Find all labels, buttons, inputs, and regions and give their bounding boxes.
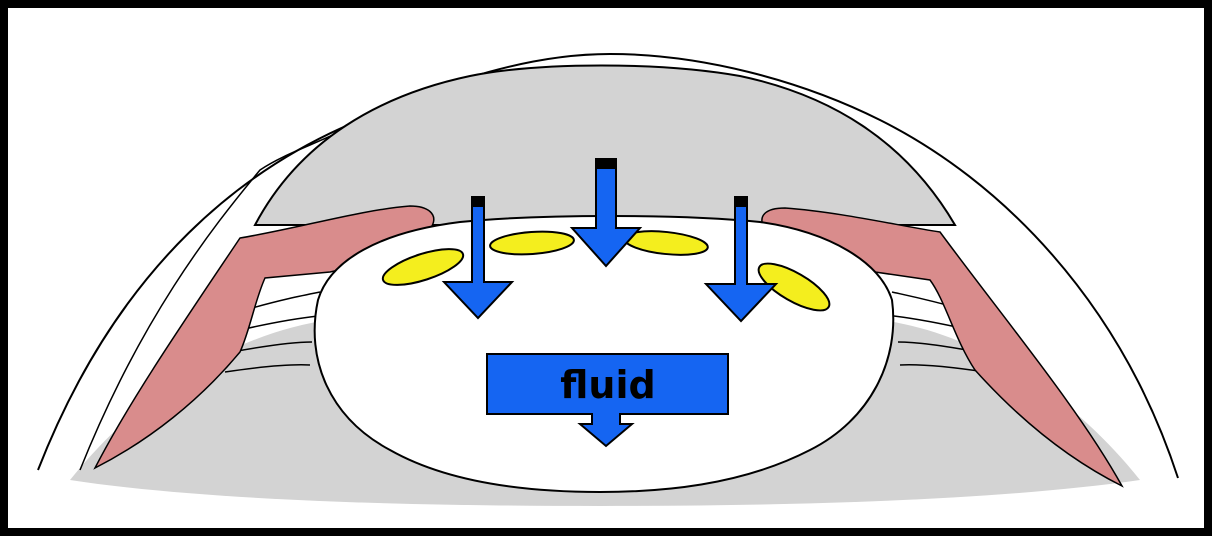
fluid-label: fluid xyxy=(560,363,655,407)
